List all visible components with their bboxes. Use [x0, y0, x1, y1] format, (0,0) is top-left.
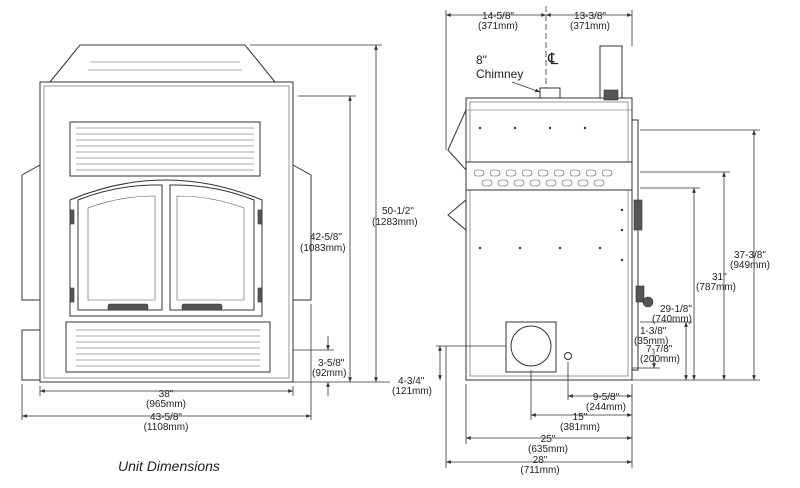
- side-labels: 8" Chimney ℄: [476, 6, 559, 93]
- front-right-wing: [292, 164, 312, 301]
- side-height-37-label: 37-3/8": [734, 250, 766, 261]
- side-outlet-9-mm: (244mm): [586, 402, 626, 413]
- air-inlet-pipe: [510, 325, 552, 367]
- side-height-31-mm: (787mm): [696, 282, 736, 293]
- side-top-left-label: 14-5/8": [482, 11, 514, 22]
- side-top-right-mm: (371mm): [570, 21, 610, 32]
- side-view: [447, 45, 654, 381]
- front-top-shroud: [48, 44, 277, 83]
- side-depth-body-mm: (635mm): [528, 444, 568, 455]
- side-outlet-height-label: 4-3/4": [398, 376, 425, 387]
- left-door-handle: [107, 303, 149, 311]
- side-height-1-mm: (35mm): [634, 336, 668, 347]
- front-width-overall-label: 43-5/8": [150, 412, 182, 423]
- side-outlet-9-label: 9-5/8": [593, 392, 620, 403]
- front-dimensions: 38" (965mm) 43-5/8" (1108mm) 50-1/2" (12…: [21, 44, 418, 433]
- side-depth-overall-label: 28": [533, 455, 548, 466]
- front-width-overall-mm: (1108mm): [144, 422, 189, 433]
- front-base-height-mm: (92mm): [312, 368, 346, 379]
- chimney-collar: [539, 87, 561, 99]
- side-depth-overall-mm: (711mm): [520, 465, 559, 476]
- side-height-29-label: 29-1/8": [660, 304, 692, 315]
- front-right-door: [169, 184, 255, 311]
- front-view: [21, 44, 312, 383]
- side-height-7-label: 7-7/8": [646, 344, 673, 355]
- centerline-symbol: ℄: [547, 51, 559, 68]
- side-height-31-label: 31": [712, 272, 727, 283]
- front-upper-grille: [69, 121, 261, 177]
- front-left-wing: [21, 164, 41, 301]
- front-height-door-label: 42-5/8": [310, 232, 342, 243]
- front-height-overall-label: 50-1/2": [382, 206, 414, 217]
- front-base-height-label: 3-5/8": [318, 358, 345, 369]
- side-dimensions: 14-5/8" (371mm) 13-3/8" (371mm) 28" (711…: [392, 10, 770, 476]
- diagram-caption: Unit Dimensions: [118, 458, 220, 474]
- front-height-door-mm: (1083mm): [300, 243, 346, 254]
- side-height-7-mm: (200mm): [640, 354, 680, 365]
- front-width-body-mm: (965mm): [146, 399, 186, 410]
- side-top-right-label: 13-3/8": [574, 11, 606, 22]
- front-height-overall-mm: (1283mm): [372, 217, 418, 228]
- side-height-37-mm: (949mm): [730, 260, 770, 271]
- side-outlet-15-mm: (381mm): [560, 422, 600, 433]
- side-depth-body-label: 25": [541, 434, 556, 445]
- side-outlet-15-label: 15": [573, 412, 588, 423]
- chimney-word-label: Chimney: [476, 67, 523, 81]
- chimney-size-label: 8": [476, 53, 487, 67]
- right-door-handle: [181, 303, 223, 311]
- front-left-door: [77, 184, 163, 311]
- side-top-left-mm: (371mm): [478, 21, 518, 32]
- side-height-1-label: 1-3/8": [640, 326, 667, 337]
- front-lower-grille: [65, 321, 271, 373]
- side-height-29-mm: (740mm): [652, 314, 692, 325]
- front-width-body-label: 38": [159, 389, 174, 400]
- side-outlet-height-mm: (121mm): [392, 386, 432, 397]
